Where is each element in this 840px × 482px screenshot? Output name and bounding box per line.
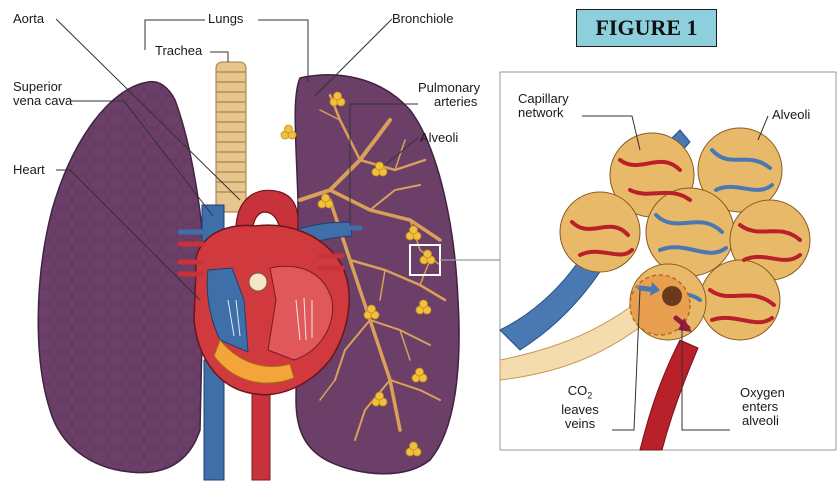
pulmonary-arteries-line2: arteries (418, 95, 480, 109)
heart-label: Heart (13, 163, 45, 177)
oxygen-line2: enters (740, 400, 785, 414)
alveoli-detail-label: Alveoli (772, 108, 810, 122)
oxygen-label: Oxygen enters alveoli (740, 386, 785, 428)
trachea (216, 62, 246, 212)
co2-line1: CO2 (555, 384, 605, 403)
trachea-label: Trachea (155, 44, 202, 58)
co2-text: CO (568, 383, 588, 398)
oxygen-line3: alveoli (740, 414, 785, 428)
superior-vena-cava-line1: Superior (13, 80, 72, 94)
capillary-network-line1: Capillary (518, 92, 569, 106)
superior-vena-cava-label: Superior vena cava (13, 80, 72, 108)
figure-title: FIGURE 1 (576, 9, 717, 47)
bronchiole-label: Bronchiole (392, 12, 453, 26)
co2-label: CO2 leaves veins (555, 384, 605, 431)
co2-line3: veins (555, 417, 605, 431)
capillary-detail (500, 72, 836, 450)
aorta-label: Aorta (13, 12, 44, 26)
co2-line2: leaves (555, 403, 605, 417)
pulmonary-arteries-label: Pulmonary arteries (418, 81, 480, 109)
superior-vena-cava-line2: vena cava (13, 94, 72, 108)
capillary-network-line2: network (518, 106, 569, 120)
oxygen-line1: Oxygen (740, 386, 785, 400)
alveoli-lung-label: Alveoli (420, 131, 458, 145)
capillary-network-label: Capillary network (518, 92, 569, 120)
lungs-label: Lungs (208, 12, 243, 26)
co2-subscript: 2 (587, 391, 592, 401)
pulmonary-arteries-line1: Pulmonary (418, 81, 480, 95)
